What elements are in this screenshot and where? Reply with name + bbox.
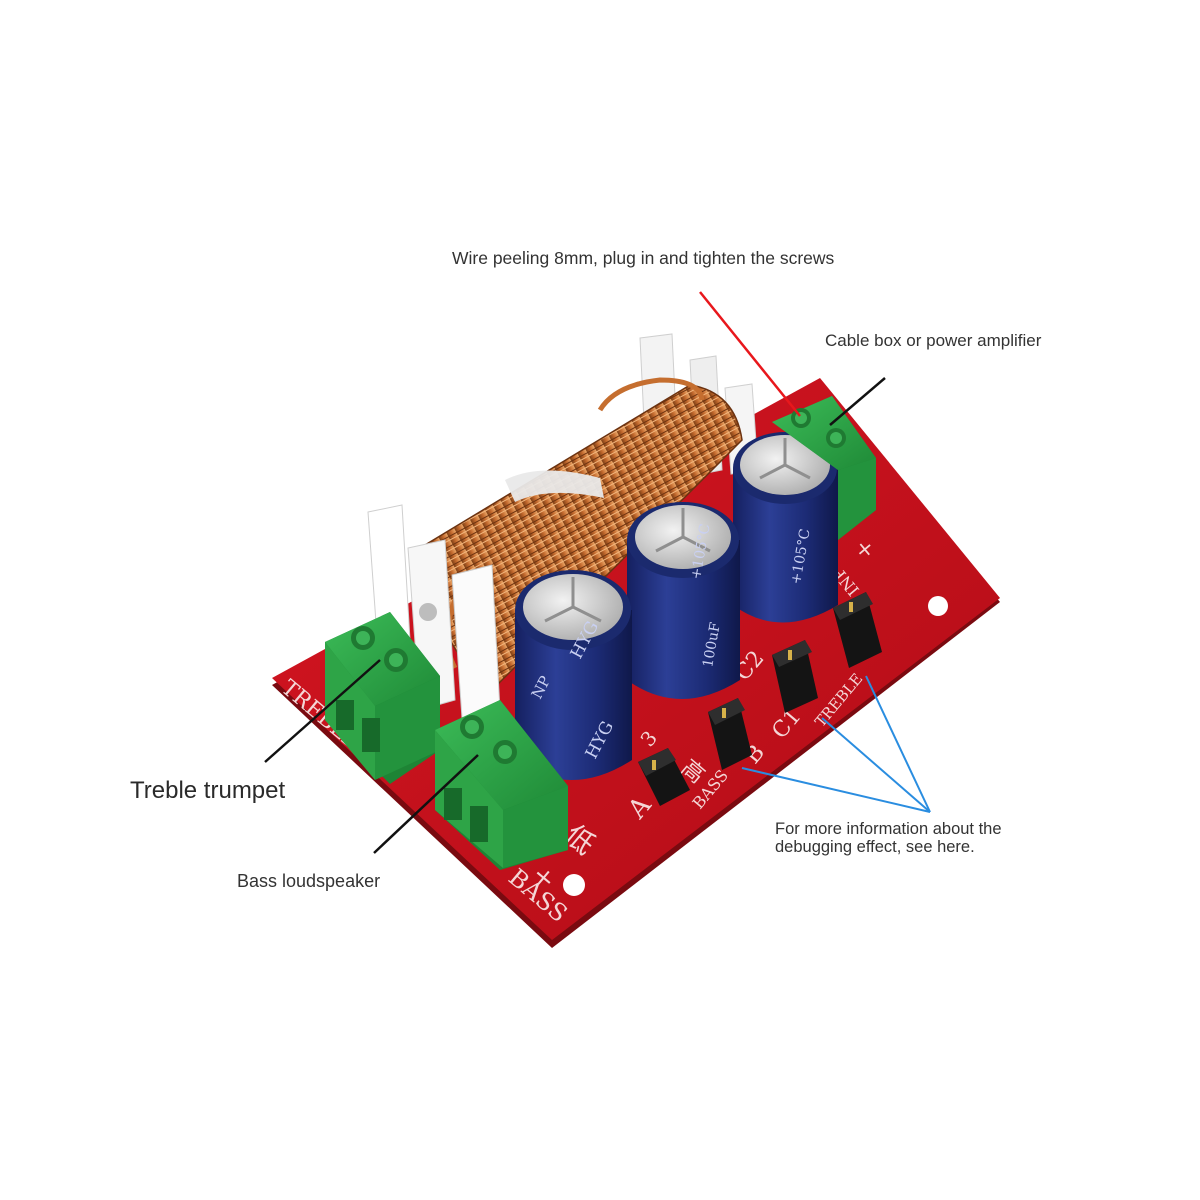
jumper-d — [833, 592, 882, 668]
cap-value-label: 100uF — [700, 621, 724, 669]
callout-info-line-1: For more information about the — [775, 820, 1002, 838]
callout-treble-label: Treble trumpet — [130, 777, 286, 804]
callout-line-treble — [264, 659, 381, 763]
callout-line-info-3 — [865, 675, 931, 813]
jumper-a — [638, 748, 690, 806]
mounting-hole — [563, 874, 585, 896]
jumper-c — [772, 640, 818, 713]
terminal-block-bass — [435, 700, 568, 870]
callout-line-cable — [829, 377, 886, 426]
terminal-block-treble — [325, 612, 440, 784]
inductor-coil — [367, 333, 759, 719]
jumper-b — [708, 698, 752, 770]
callout-info-label: For more information about the debugging… — [775, 820, 1002, 856]
callout-lines — [264, 291, 931, 854]
callout-line-wire — [699, 291, 801, 417]
callout-line-info-2 — [821, 717, 931, 813]
callout-line-bass — [373, 754, 479, 854]
callout-cable-box-label: Cable box or power amplifier — [825, 331, 1042, 350]
capacitor-c1: +105°C — [733, 432, 838, 623]
callout-wire-label: Wire peeling 8mm, plug in and tighten th… — [452, 248, 835, 268]
capacitor-c2: 100uF +105°C — [627, 502, 740, 699]
mounting-hole — [928, 596, 948, 616]
callout-bass-label: Bass loudspeaker — [237, 871, 381, 891]
callout-info-line-2: debugging effect, see here. — [775, 838, 975, 856]
callout-line-info-1 — [741, 767, 931, 813]
capacitor-c3: NP HYG HYG — [515, 570, 632, 780]
